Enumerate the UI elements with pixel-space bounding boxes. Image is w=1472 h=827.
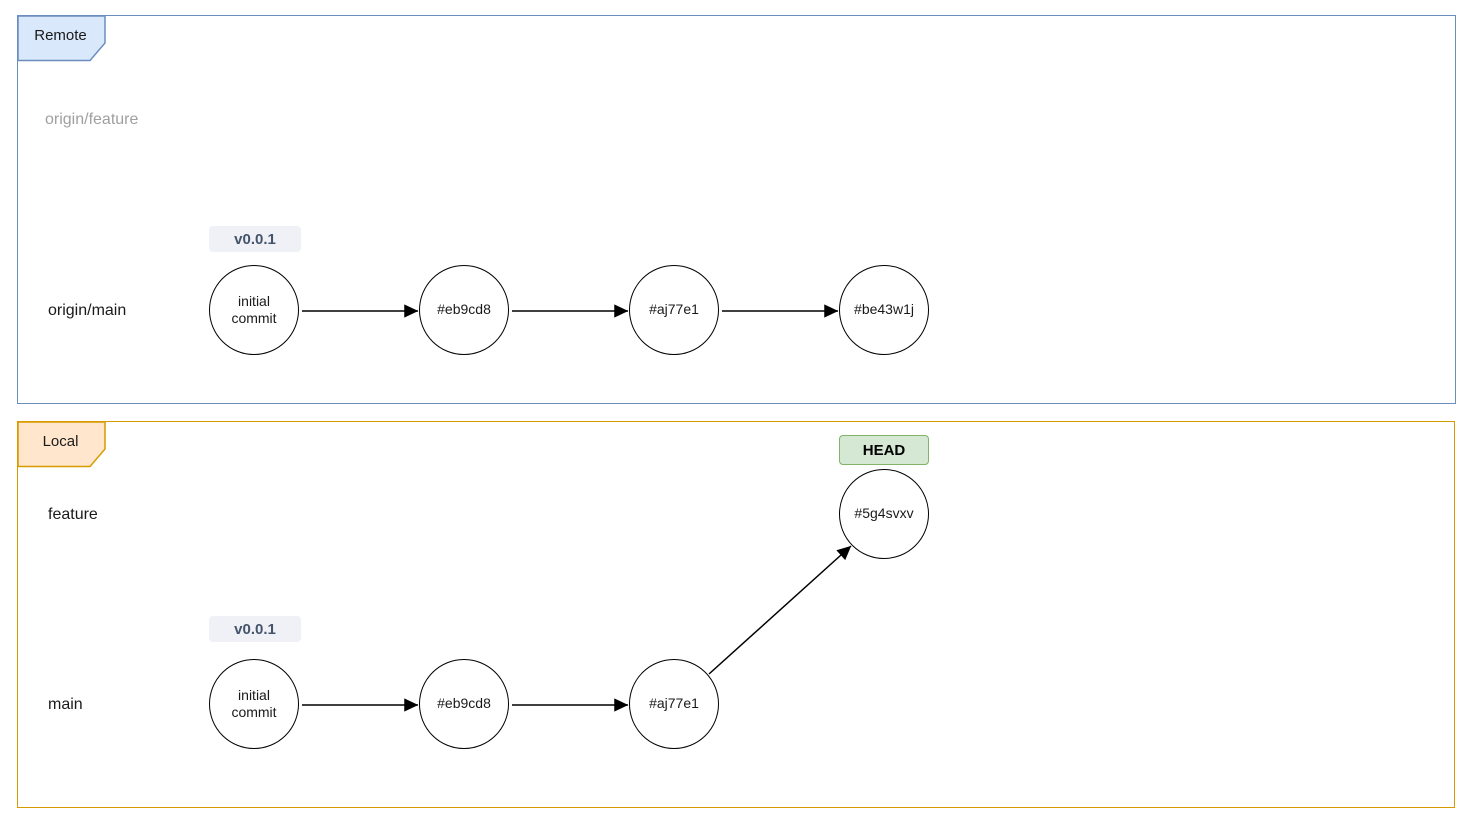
commit-label: #eb9cd8	[437, 695, 491, 712]
remote-tab: Remote	[16, 14, 107, 62]
local-panel: Local feature main HEAD #5g4svxv v0.0.1 …	[16, 420, 1455, 808]
commit-label: initial commit	[231, 292, 277, 327]
commit-label: #eb9cd8	[437, 301, 491, 318]
branch-label-origin-main: origin/main	[48, 302, 127, 319]
remote-panel: Remote origin/feature origin/main v0.0.1…	[16, 14, 1456, 404]
tag-badge-v001-remote: v0.0.1	[209, 226, 301, 252]
remote-tab-shape	[16, 14, 106, 61]
commit-label: initial commit	[231, 686, 277, 721]
branch-label-main: main	[48, 696, 83, 713]
commit-node-initial-remote: initial commit	[209, 265, 299, 355]
commit-label: #aj77e1	[649, 301, 699, 318]
branch-label-origin-feature: origin/feature	[45, 111, 139, 128]
commit-node-5g4svxv-local: #5g4svxv	[839, 469, 929, 559]
local-tab-label: Local	[42, 433, 79, 450]
head-badge: HEAD	[839, 435, 929, 465]
branch-label-feature: feature	[48, 506, 98, 523]
commit-node-eb9cd8-local: #eb9cd8	[419, 659, 509, 749]
commit-node-aj77e1-remote: #aj77e1	[629, 265, 719, 355]
commit-label: #be43w1j	[854, 301, 914, 318]
local-tab-shape	[16, 420, 106, 467]
local-tab: Local	[16, 420, 107, 468]
commit-node-be43w1j-remote: #be43w1j	[839, 265, 929, 355]
commit-label: #aj77e1	[649, 695, 699, 712]
tag-badge-v001-local: v0.0.1	[209, 616, 301, 642]
commit-node-initial-local: initial commit	[209, 659, 299, 749]
commit-label: #5g4svxv	[854, 505, 914, 522]
remote-tab-label: Remote	[34, 27, 87, 44]
commit-node-aj77e1-local: #aj77e1	[629, 659, 719, 749]
commit-node-eb9cd8-remote: #eb9cd8	[419, 265, 509, 355]
